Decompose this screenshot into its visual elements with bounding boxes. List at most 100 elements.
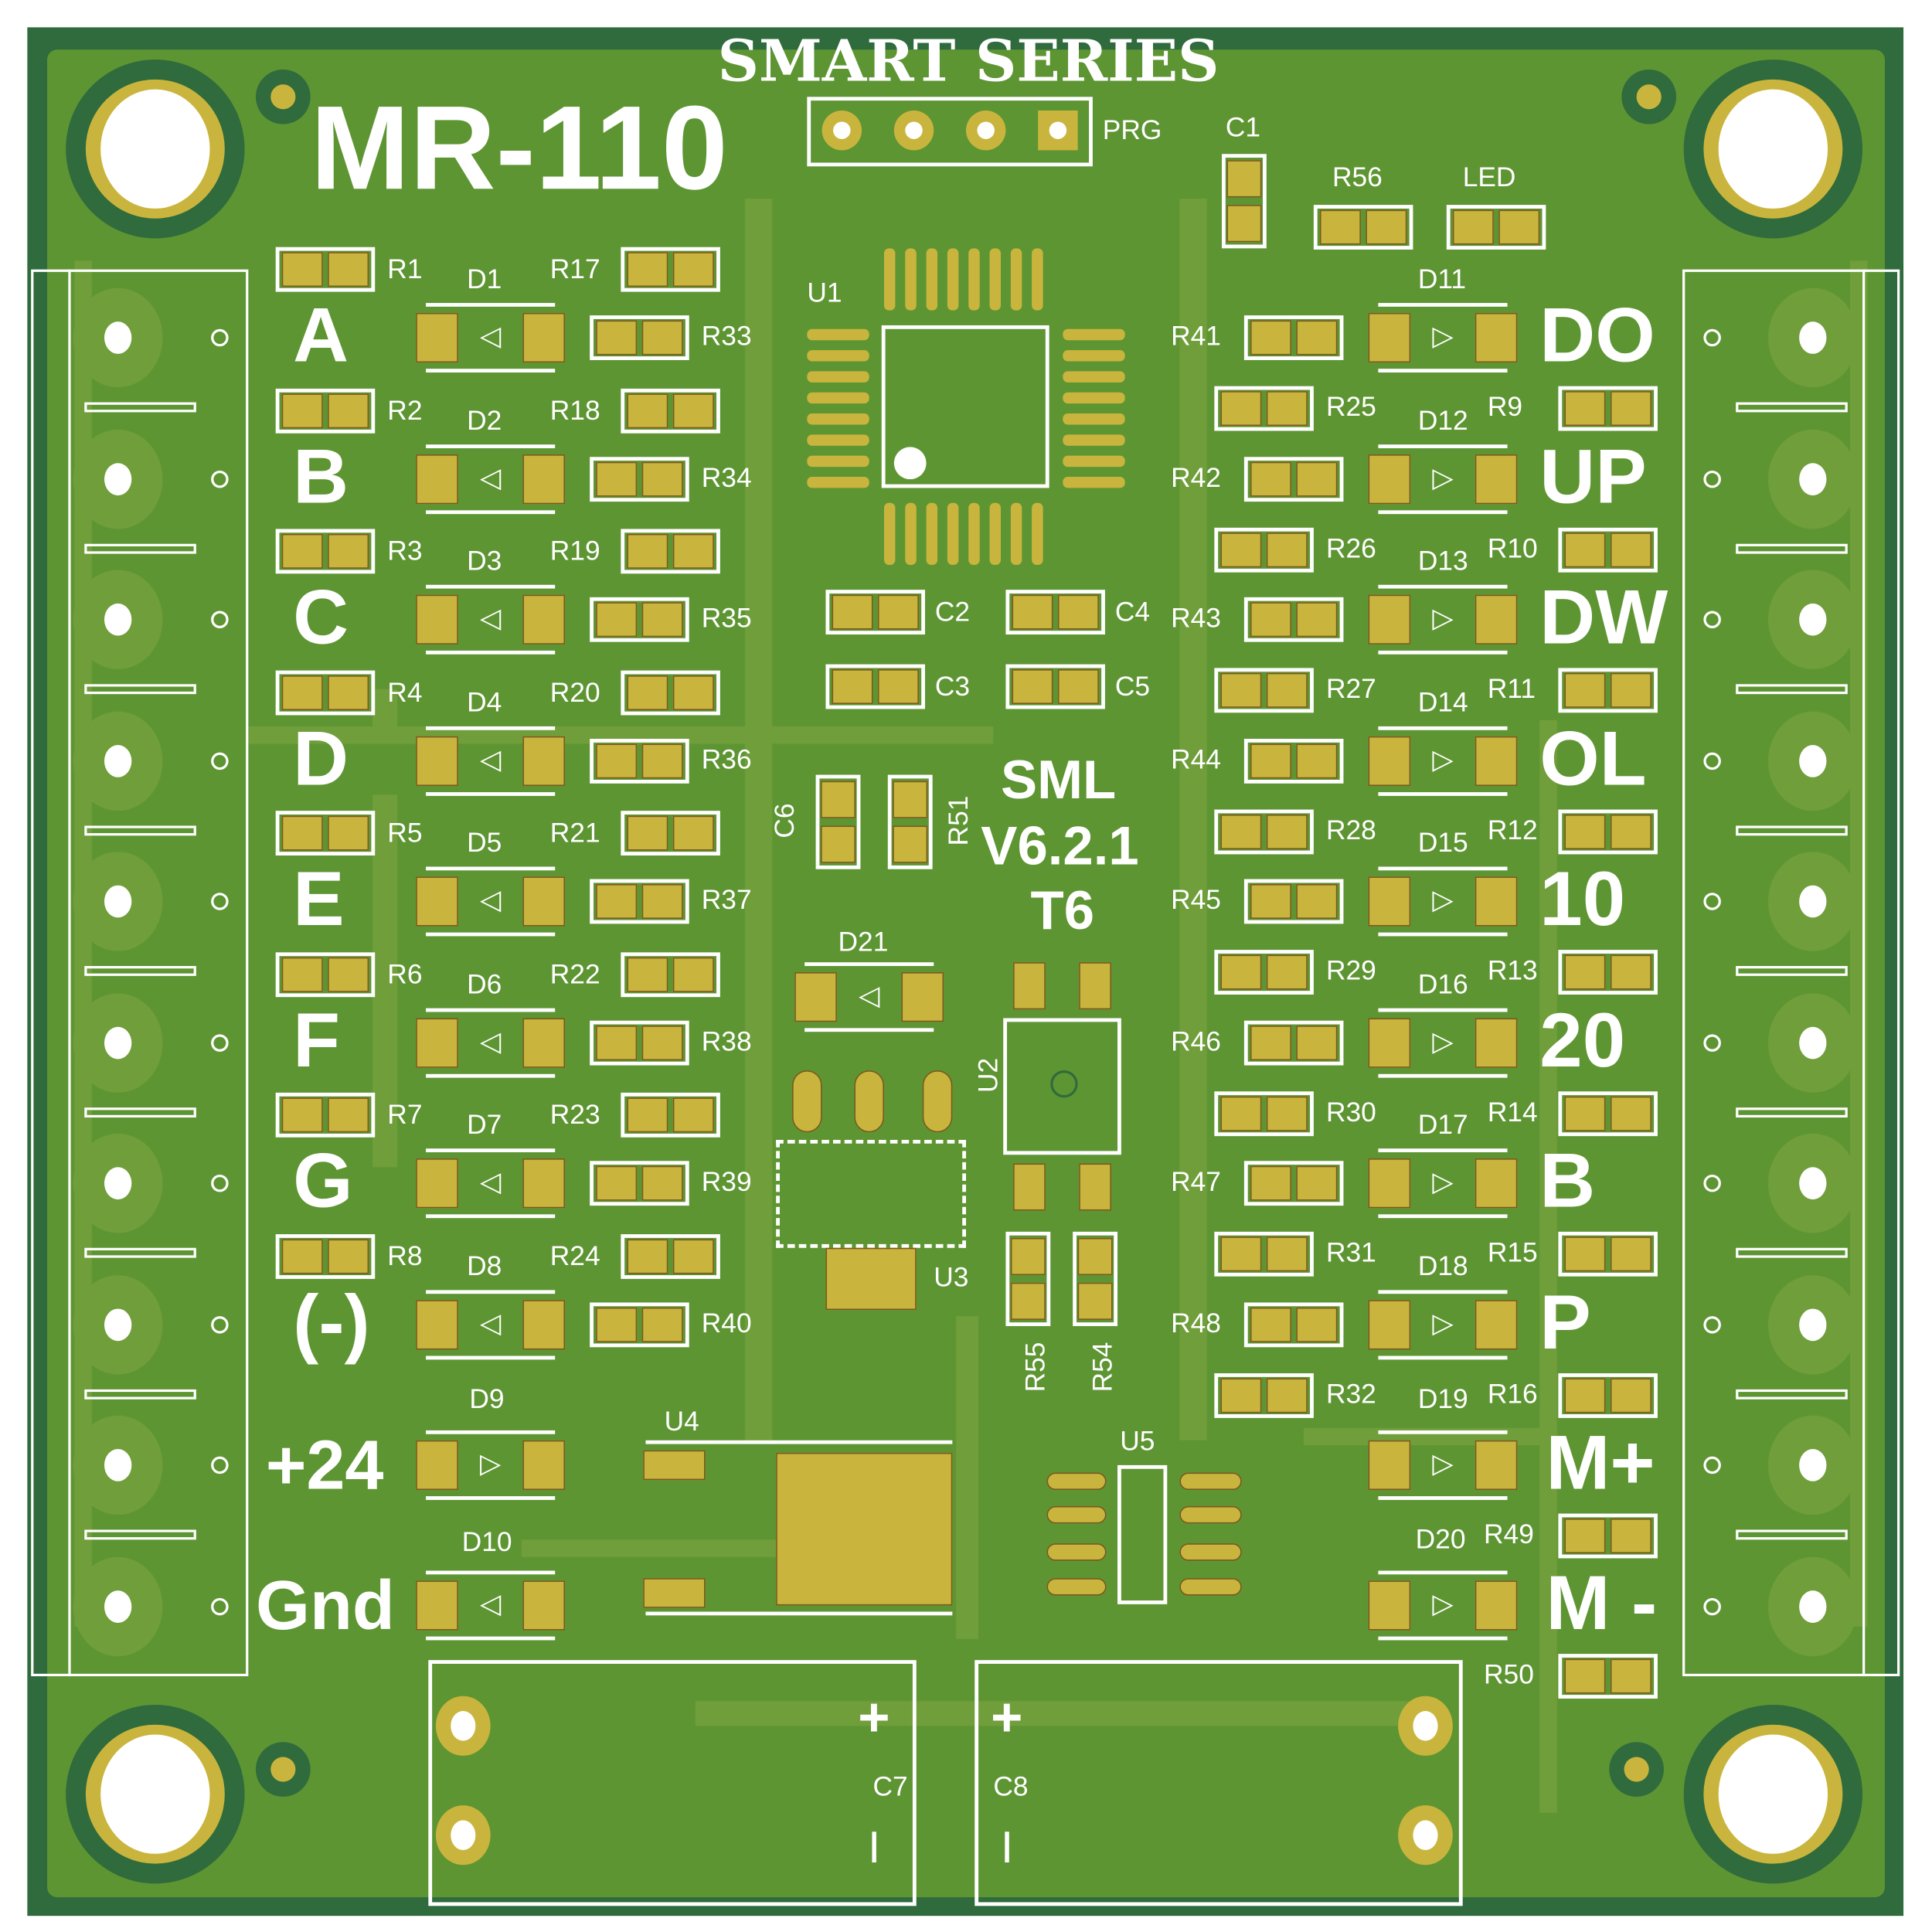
resistor-R13 [1558,950,1658,995]
u2-pad [1013,1163,1046,1211]
u5-pin [1179,1543,1242,1561]
u3-pin [922,1070,953,1133]
diode-D14-outline [1378,726,1508,796]
resistor-R10-pad [1564,532,1606,567]
diode-D11-outline [1378,303,1508,373]
capacitor-c1-pad [1226,160,1262,198]
resistor-R15-pad [1610,1236,1651,1272]
capacitor-c4-pad [1057,594,1099,630]
u4-line [645,1611,953,1616]
resistor-label: R34 [701,461,752,493]
output-label: 10 [1539,856,1626,943]
resistor-R49-pad [1610,1518,1651,1553]
resistor-R6-pad [281,956,323,992]
resistor-R15 [1558,1231,1658,1277]
capacitor-c7-outline [428,1660,917,1906]
c6-label: C6 [768,803,800,838]
diode-label: D19 [1417,1383,1468,1415]
resistor-R18 [621,388,720,433]
u4-pad [643,1578,706,1608]
resistor-R31-pad [1266,1236,1308,1272]
capacitor-c2 [825,590,925,635]
resistor-R39-pad [596,1165,638,1201]
resistor-label: R18 [549,394,600,426]
header-pin-hole [905,121,923,139]
u5-body [1117,1464,1168,1604]
resistor-R27-pad [1220,672,1262,708]
terminal-slot [84,684,196,695]
u5-pin [1179,1505,1242,1524]
resistor-r54 [1073,1231,1118,1326]
resistor-R6 [275,951,376,997]
diode-D8-pad [416,1299,458,1349]
input-label: B [293,434,349,520]
capacitor-lead-hole [1413,1820,1438,1850]
motor-label: M - [1546,1560,1658,1647]
u1-pin [947,248,959,311]
terminal-slot [84,1389,196,1399]
diode-D18-outline [1378,1289,1508,1359]
diode-D13-pad [1368,594,1411,645]
resistor-R48-pad [1250,1307,1291,1342]
diode-D12-pad [1475,454,1518,504]
resistor-label: R15 [1487,1236,1538,1268]
resistor-label: R5 [387,817,423,849]
u1-pin [883,248,896,311]
resistor-R50 [1558,1654,1658,1699]
u1-pin [1063,434,1125,446]
resistor-R16-pad [1564,1377,1606,1413]
resistor-R15-pad [1564,1236,1606,1272]
resistor-R50-pad [1564,1658,1606,1694]
u1-pin [1063,392,1125,404]
diode-D11-pad [1368,312,1411,363]
u1-pin1-dot [893,447,927,480]
terminal-slot [84,966,196,976]
resistor-label: R19 [549,535,600,566]
u1-pin [1063,371,1125,383]
resistor-R40 [590,1301,689,1347]
diode-D8-outline [426,1289,556,1359]
capacitor-c2-pad [877,594,919,630]
diode-D8-symbol-icon: ◁ [480,1307,502,1338]
capacitor-c3-pad [832,669,873,704]
resistor-label: R27 [1325,672,1376,704]
resistor-R26-pad [1266,532,1308,567]
resistor-R35-pad [641,602,683,638]
terminal-slot [1736,402,1848,413]
motor-label: M+ [1546,1420,1655,1506]
led-pad [1452,209,1494,245]
terminal-slot [1736,966,1848,976]
u2-pad [1013,962,1046,1010]
terminal-pin [1799,603,1827,636]
resistor-R46 [1243,1019,1344,1065]
capacitor-plus-mark: + [991,1687,1023,1749]
resistor-R31 [1214,1231,1314,1277]
c2-label: C2 [934,596,971,628]
terminal-test-point [1703,1456,1721,1475]
diode-D12-outline [1378,444,1508,514]
resistor-R37 [590,879,689,924]
diode-D4-symbol-icon: ◁ [480,743,502,774]
diode-D13-outline [1378,584,1508,655]
terminal-pin [104,885,132,918]
diode-D19-symbol-icon: ▷ [1432,1447,1454,1479]
header-pin-hole [833,121,851,139]
diode-label: D20 [1415,1523,1466,1555]
resistor-R7 [275,1092,376,1138]
diode-D6-pad [416,1017,458,1067]
resistor-R6-pad [328,956,369,992]
diode-D2-pad [416,454,458,504]
u1-pin [1063,455,1125,468]
diode-D3-symbol-icon: ◁ [480,602,502,634]
u1-pin [905,248,917,311]
diode-D1-pad [522,312,566,363]
resistor-label: R2 [387,394,423,426]
output-label: DW [1539,574,1668,661]
u1-pin [883,502,896,566]
output-label: P [1539,1279,1591,1366]
input-label: G [293,1138,353,1225]
terminal-pin [1799,1167,1827,1200]
diode-D20-symbol-icon: ▷ [1432,1587,1454,1620]
u5-pin [1179,1578,1242,1596]
diode-label: D2 [467,403,502,436]
